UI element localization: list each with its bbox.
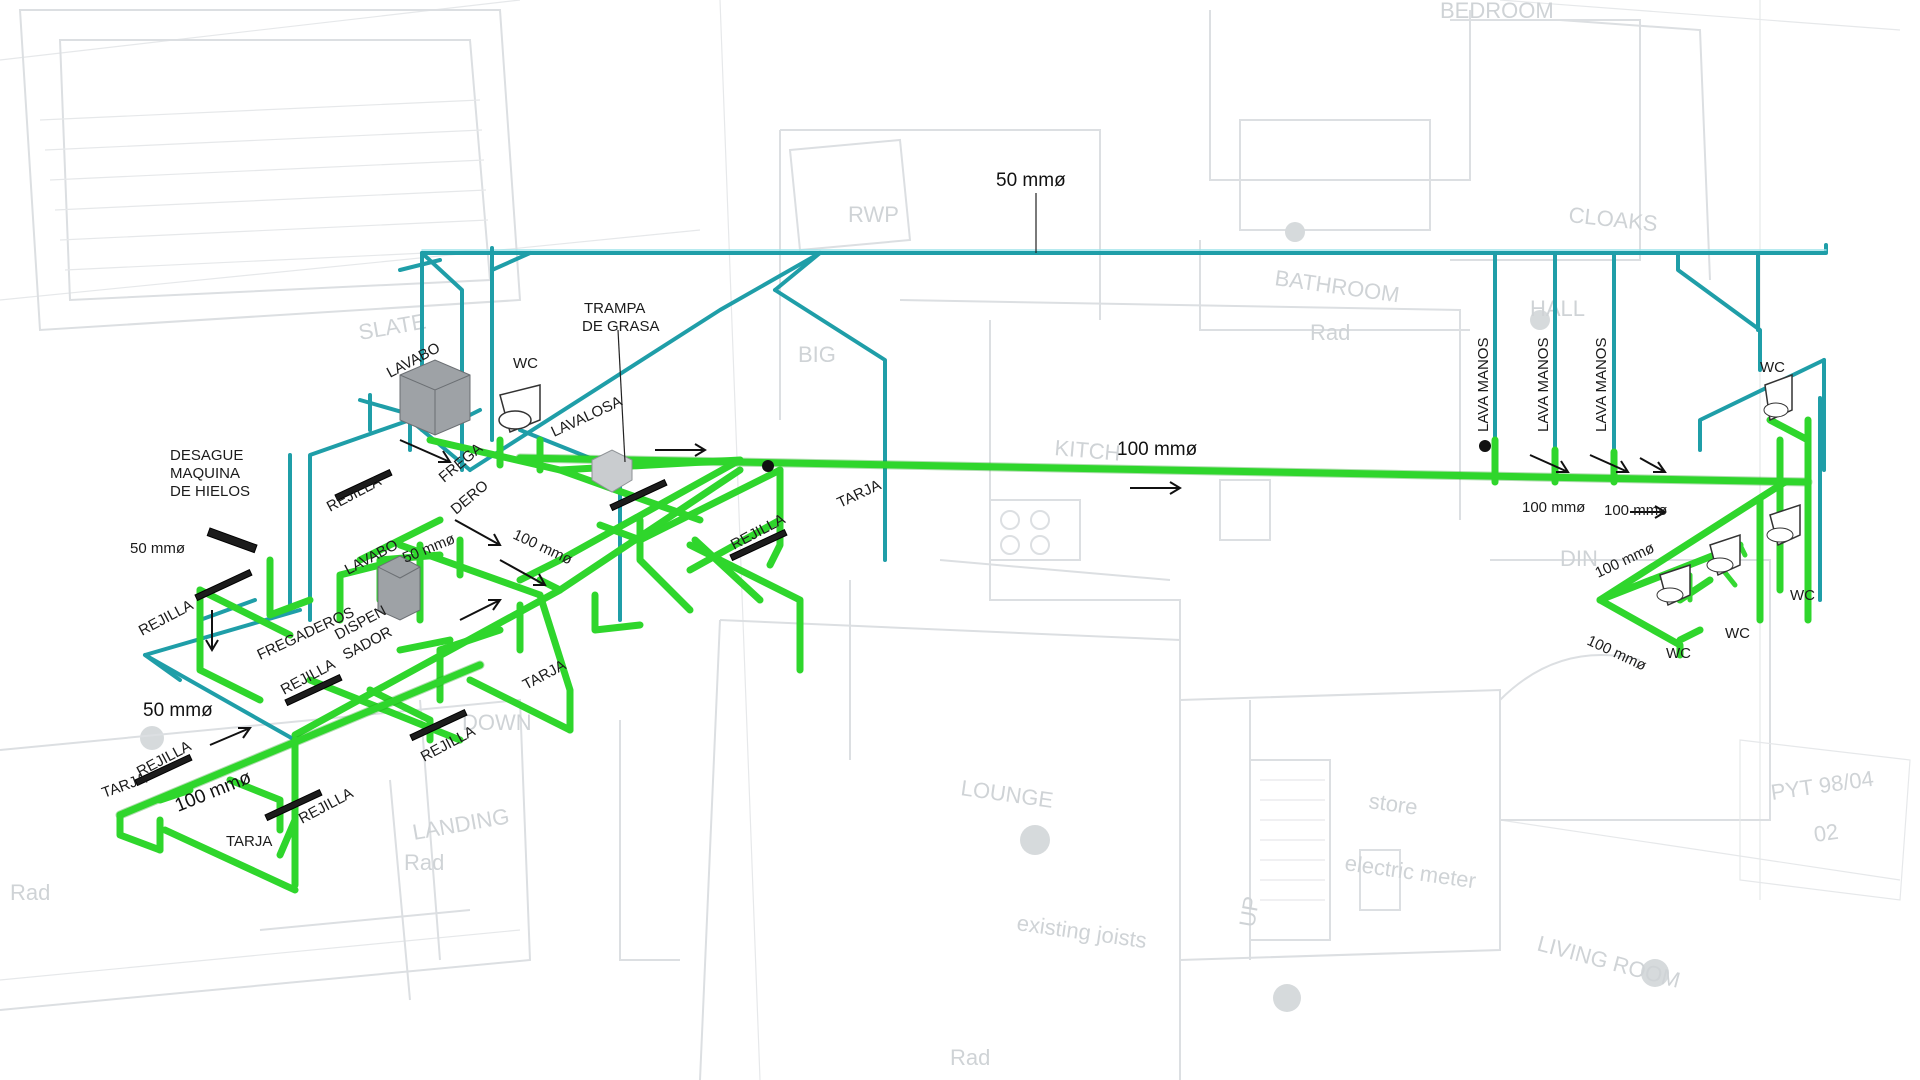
plan-label-rad-3: Rad — [950, 1045, 990, 1070]
lavabo-cabinet-mid — [377, 555, 421, 621]
leader-grease-trap — [617, 329, 626, 463]
flow-arrows — [205, 439, 1667, 746]
label-rejilla-1: REJILLA — [324, 473, 384, 516]
label-right-100b: 100 mmø — [1604, 502, 1667, 519]
wc-icon-right-2 — [1766, 503, 1801, 547]
label-branch-50a: 50 mmø — [130, 540, 185, 557]
label-tarja-4: TARJA — [226, 833, 272, 850]
label-desague: DESAGUE — [170, 447, 243, 464]
plan-label-rad-1: Rad — [1310, 320, 1350, 345]
label-wc-right-4: WC — [1666, 645, 1691, 662]
plan-label-up: UP — [1234, 894, 1264, 928]
floor-grate-5 — [284, 673, 343, 707]
label-right-100d: 100 mmø — [1584, 632, 1649, 674]
grease-trap-icon — [591, 449, 633, 493]
plan-label-down: DOWN — [462, 710, 532, 735]
floor-grate-1 — [334, 468, 393, 502]
lavabo-cabinet-top — [399, 359, 471, 436]
plan-label-hall: HALL — [1530, 296, 1585, 321]
plan-label-electric-meter: electric meter — [1343, 850, 1477, 893]
label-rejilla-7: REJILLA — [296, 785, 356, 828]
drain-pipe-network — [115, 416, 1813, 894]
label-left-vent-size: 50 mmø — [143, 700, 213, 721]
wc-icon-top — [498, 384, 541, 434]
label-main-vent-size: 50 mmø — [996, 170, 1066, 191]
label-tarja-3: TARJA — [100, 770, 149, 802]
plan-label-slate: SLATE — [357, 308, 428, 344]
floor-grate-2 — [609, 478, 668, 512]
plan-sheet-number: PYT 98/04 — [1769, 766, 1875, 805]
cleanout-dot-2 — [1479, 440, 1491, 452]
floor-grate-6 — [409, 708, 468, 742]
label-lavalosa: LAVALOSA — [549, 393, 625, 441]
label-tarja-2: TARJA — [520, 657, 569, 694]
plan-label-lounge: LOUNGE — [959, 775, 1054, 813]
wc-icon-right-4 — [1656, 563, 1691, 607]
vent-pipe-network — [143, 243, 1828, 892]
label-wc-top: WC — [513, 355, 538, 372]
floor-grate-7 — [134, 753, 193, 787]
plan-label-big: BIG — [798, 342, 836, 367]
plan-label-bathroom: BATHROOM — [1273, 265, 1401, 307]
plan-label-landing: LANDING — [411, 803, 512, 845]
cleanout-dot-1 — [762, 460, 774, 472]
label-lava-manos-2: LAVA MANOS — [1535, 338, 1552, 432]
floor-grate-4 — [194, 568, 253, 602]
label-lava-manos-1: LAVA MANOS — [1475, 338, 1492, 432]
plan-label-existing-joists: existing joists — [1015, 910, 1148, 953]
plan-label-living-room: LIVING ROOM — [1535, 931, 1683, 993]
floor-grate-8 — [264, 788, 323, 822]
plan-label-bedroom: BEDROOM — [1440, 0, 1554, 23]
label-branch-100a: 100 mmø — [510, 526, 575, 568]
fixtures-layer — [134, 359, 1801, 822]
label-dero: DERO — [448, 477, 492, 518]
label-rejilla-3: REJILLA — [136, 597, 196, 640]
label-maquina: MAQUINA — [170, 465, 240, 482]
label-wc-right-2: WC — [1790, 587, 1815, 604]
wc-icon-right-1 — [1763, 373, 1793, 422]
label-main-drain-size: 100 mmø — [1117, 439, 1198, 460]
plan-label-rwp: RWP — [848, 202, 899, 227]
label-trampa: TRAMPA — [584, 300, 645, 317]
label-tarja-1: TARJA — [835, 477, 884, 512]
fixture-labels: TRAMPA DE GRASA LAVABO WC LAVALOSA DESAG… — [100, 300, 1816, 850]
plan-label-rad-4: Rad — [10, 880, 50, 905]
plan-label-rad-2: Rad — [404, 850, 444, 875]
plan-sheet-index: 02 — [1812, 819, 1840, 847]
label-de-grasa-text: DE GRASA — [582, 318, 660, 335]
label-wc-right-1: WC — [1760, 359, 1785, 376]
floor-grate-3 — [729, 528, 788, 562]
label-lava-manos-3: LAVA MANOS — [1593, 338, 1610, 432]
plan-label-dining: DIN — [1560, 546, 1598, 571]
ice-machine-drain — [206, 527, 258, 554]
plan-label-kitchen: KITCH — [1054, 435, 1122, 466]
plan-label-cloaks: CLOAKS — [1567, 202, 1658, 236]
plan-label-store: store — [1367, 788, 1419, 820]
label-de-hielos: DE HIELOS — [170, 483, 250, 500]
wc-icon-right-3 — [1706, 533, 1741, 577]
label-right-100a: 100 mmø — [1522, 499, 1585, 516]
label-wc-right-3: WC — [1725, 625, 1750, 642]
